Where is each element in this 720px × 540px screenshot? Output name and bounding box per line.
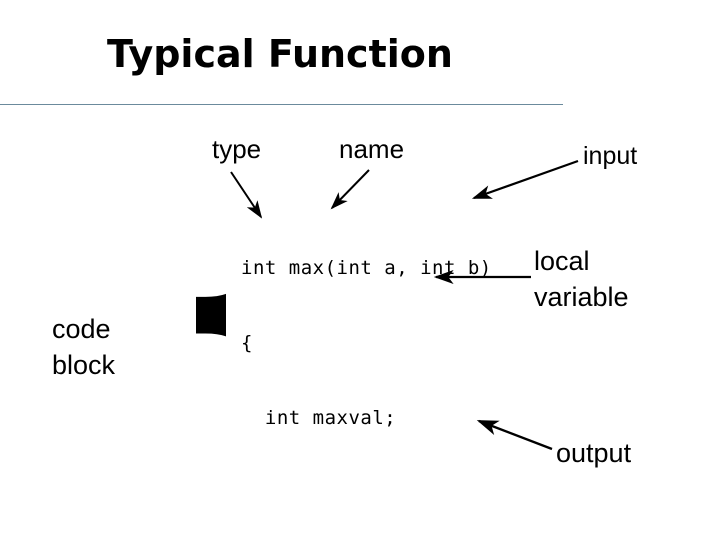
curly-brace-glyph: {: [156, 212, 226, 467]
annotation-label-local-variable: local variable: [534, 243, 629, 315]
code-blank-line: [241, 481, 528, 494]
code-line: int max(int a, int b): [241, 257, 492, 279]
annotation-label-code-block: code block: [52, 311, 115, 383]
page-title: Typical Function: [107, 32, 453, 76]
arrow-input-to-parameters: [471, 159, 579, 200]
annotation-label-local-line1: local: [534, 246, 590, 276]
title-divider: [0, 104, 563, 105]
code-listing: int max(int a, int b) { int maxval; if (…: [241, 206, 528, 540]
curly-brace-icon: {: [156, 212, 226, 474]
annotation-label-local-line2: variable: [534, 282, 629, 312]
annotation-label-output: output: [556, 438, 632, 468]
annotation-label-code-block-line2: block: [52, 350, 116, 380]
annotation-label-name: name: [339, 134, 405, 164]
annotation-label-code-block-line1: code: [52, 314, 111, 344]
annotation-label-type: type: [212, 134, 262, 164]
code-line: {: [241, 332, 253, 354]
arrow-name-to-function-name: [330, 169, 370, 210]
code-line: int maxval;: [241, 407, 397, 429]
annotation-label-input: input: [583, 142, 638, 170]
